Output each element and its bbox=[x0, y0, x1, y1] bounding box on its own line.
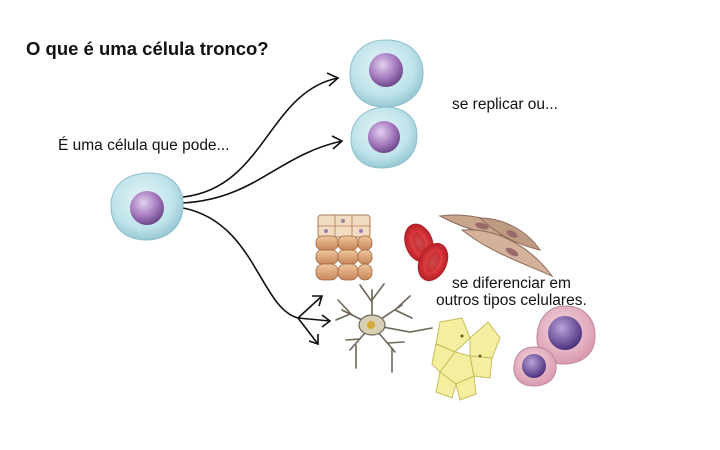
intro-text: É uma célula que pode... bbox=[58, 137, 230, 154]
arrow-to-replica-bottom bbox=[182, 140, 343, 204]
stem-cell-icon bbox=[110, 172, 184, 241]
daughter-stem-cell-icon bbox=[349, 39, 424, 169]
fat-cells-icon bbox=[431, 317, 501, 401]
branch-up-head bbox=[312, 295, 324, 307]
arrow-to-differentiation bbox=[182, 207, 299, 319]
arrows bbox=[182, 72, 344, 346]
replicate-label: se replicar ou... bbox=[452, 96, 558, 113]
branch-down-head bbox=[308, 334, 319, 346]
neuron-icon bbox=[335, 283, 433, 373]
diagram-title: O que é uma célula tronco? bbox=[26, 38, 269, 59]
differentiate-label-line2: outros tipos celulares. bbox=[436, 292, 587, 309]
arrowhead-top bbox=[326, 72, 340, 87]
differentiate-label-line1: se diferenciar em bbox=[452, 275, 571, 292]
muscle-cells-icon bbox=[438, 214, 554, 278]
arrowhead-bottom bbox=[331, 135, 344, 150]
white-blood-cells-icon bbox=[513, 305, 596, 387]
branch-mid bbox=[297, 317, 331, 322]
branch-down bbox=[297, 317, 319, 345]
branch-up bbox=[297, 295, 323, 319]
arrow-to-replica-top bbox=[182, 77, 339, 198]
red-blood-cells-icon bbox=[404, 223, 449, 282]
epithelial-cells-icon bbox=[315, 214, 373, 281]
branch-mid-head bbox=[321, 314, 332, 328]
